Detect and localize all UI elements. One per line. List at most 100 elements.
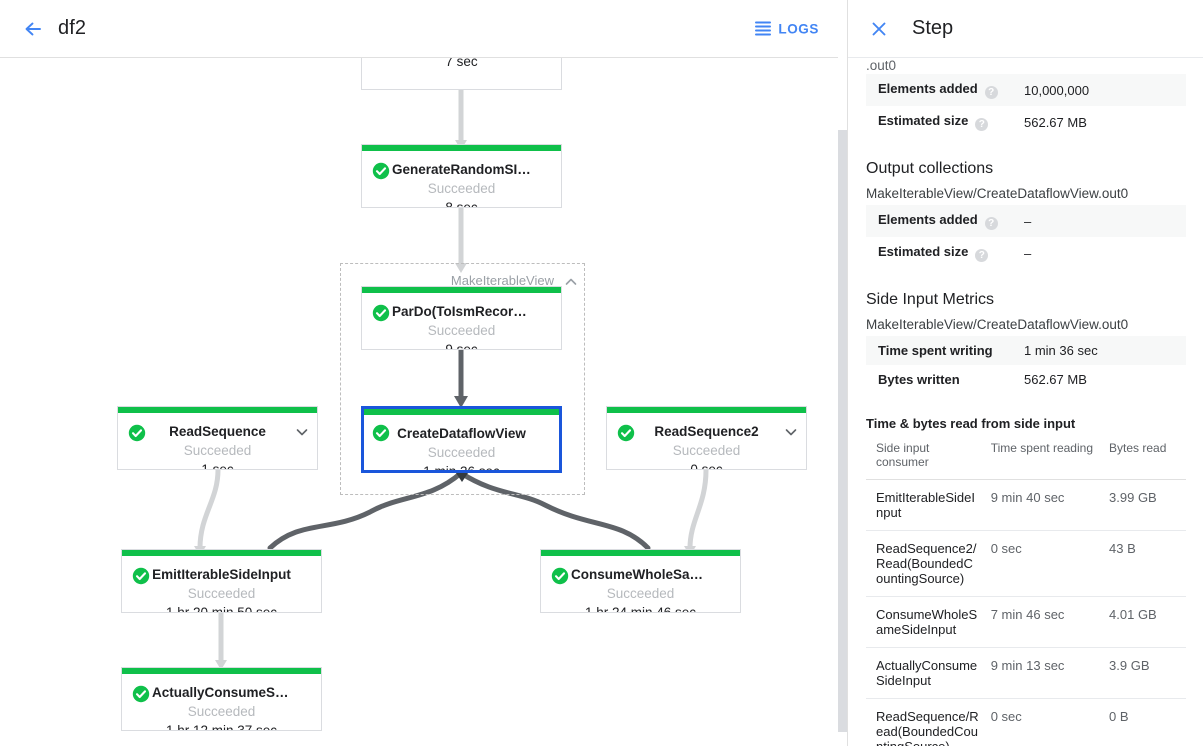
composite-transform-makeiterableview[interactable]: MakeIterableView bbox=[340, 263, 585, 495]
column-header-consumer: Side input consumer bbox=[866, 437, 985, 480]
clipped-collection-name: .out0 bbox=[866, 59, 897, 70]
step-details-panel: Step .out0 Elements added? 10,000,000 Es… bbox=[847, 0, 1203, 746]
success-check-icon bbox=[132, 567, 150, 585]
node-status-bar bbox=[118, 407, 317, 413]
table-header-row: Side input consumer Time spent reading B… bbox=[866, 437, 1186, 480]
node-status: Succeeded bbox=[427, 323, 496, 338]
metric-label: Time spent writing bbox=[878, 343, 993, 358]
node-duration: 0 sec bbox=[690, 462, 723, 470]
node-title: ParDo(ToIsmRecordFor… bbox=[392, 304, 557, 319]
panel-body: .out0 Elements added? 10,000,000 Estimat… bbox=[848, 59, 1203, 746]
node-duration: 1 min 36 sec bbox=[423, 464, 500, 473]
graph-node-actually-consume-side-input[interactable]: ActuallyConsumeSideI… Succeeded 1 hr 12 … bbox=[121, 667, 322, 731]
graph-node-emit-iterable-side-input[interactable]: EmitIterableSideInput Succeeded 1 hr 20 … bbox=[121, 549, 322, 613]
help-icon[interactable]: ? bbox=[975, 249, 989, 262]
cell-consumer: ReadSequence2/Read(BoundedCountingSource… bbox=[866, 530, 985, 597]
metric-label: Elements added bbox=[878, 81, 978, 96]
output-collection-name: MakeIterableView/CreateDataflowView.out0 bbox=[866, 186, 1129, 201]
success-check-icon bbox=[617, 424, 635, 442]
composite-label: MakeIterableView bbox=[446, 273, 558, 288]
node-title: EmitIterableSideInput bbox=[152, 567, 291, 582]
side-input-write-table: Time spent writing 1 min 36 sec Bytes wr… bbox=[866, 336, 1186, 394]
metric-value: 10,000,000 bbox=[1024, 82, 1090, 98]
side-input-read-table: Side input consumer Time spent reading B… bbox=[866, 437, 1186, 746]
app-header: df2 LOGS bbox=[0, 0, 847, 58]
help-icon[interactable]: ? bbox=[975, 118, 989, 131]
panel-title: Step bbox=[912, 17, 954, 39]
table-row: EmitIterableSideInput 9 min 40 sec 3.99 … bbox=[866, 479, 1186, 531]
success-check-icon bbox=[372, 304, 390, 322]
node-status: Succeeded bbox=[183, 443, 252, 458]
node-status: Succeeded bbox=[427, 445, 496, 460]
node-status: Succeeded bbox=[672, 443, 741, 458]
graph-node-read-sequence2[interactable]: ReadSequence2 Succeeded 0 sec bbox=[606, 406, 807, 470]
table-row: ActuallyConsumeSideInput 9 min 13 sec 3.… bbox=[866, 647, 1186, 699]
metric-value: 1 min 36 sec bbox=[1024, 343, 1098, 358]
graph-node-pardo-toismrecordfor[interactable]: ParDo(ToIsmRecordFor… Succeeded 9 sec bbox=[361, 286, 562, 350]
cell-consumer: EmitIterableSideInput bbox=[866, 479, 985, 531]
panel-header: Step bbox=[848, 0, 1203, 58]
graph-edges bbox=[194, 90, 709, 670]
metric-label: Estimated size bbox=[878, 244, 969, 259]
node-status-bar bbox=[362, 145, 561, 151]
chevron-up-icon[interactable] bbox=[564, 275, 578, 289]
cell-bytes: 3.99 GB bbox=[1103, 479, 1186, 531]
node-status-bar bbox=[122, 550, 321, 556]
input-metrics-table: Elements added? 10,000,000 Estimated siz… bbox=[866, 74, 1186, 138]
node-duration: 9 sec bbox=[445, 342, 478, 350]
panel-scrollbar[interactable] bbox=[838, 0, 847, 746]
chevron-down-icon[interactable] bbox=[295, 425, 309, 439]
chevron-down-icon[interactable] bbox=[784, 425, 798, 439]
scrollbar-thumb[interactable] bbox=[838, 130, 847, 732]
success-check-icon bbox=[551, 567, 569, 585]
metric-label: Estimated size bbox=[878, 113, 969, 128]
node-title: GenerateRandomSIData bbox=[392, 162, 547, 177]
side-input-read-heading: Time & bytes read from side input bbox=[866, 416, 1076, 431]
graph-node-read-sequence[interactable]: ReadSequence Succeeded 1 sec bbox=[117, 406, 318, 470]
table-row: ConsumeWholeSameSideInput 7 min 46 sec 4… bbox=[866, 596, 1186, 648]
node-status: Succeeded bbox=[187, 586, 256, 601]
node-status: Succeeded bbox=[187, 704, 256, 719]
table-row: Estimated size? 562.67 MB bbox=[866, 106, 1186, 138]
arrow-left-icon[interactable] bbox=[16, 12, 50, 46]
help-icon[interactable]: ? bbox=[984, 86, 998, 99]
node-duration: 1 hr 24 min 46 sec bbox=[584, 605, 697, 613]
success-check-icon bbox=[372, 424, 390, 442]
node-title: CreateDataflowView bbox=[397, 426, 526, 441]
node-title: ConsumeWholeSameSi… bbox=[571, 567, 736, 582]
logs-button[interactable]: LOGS bbox=[747, 15, 827, 42]
cell-time: 0 sec bbox=[984, 698, 1104, 746]
table-row: Elements added? – bbox=[866, 205, 1186, 237]
node-status-bar bbox=[541, 550, 740, 556]
node-title: ReadSequence bbox=[169, 424, 266, 439]
node-title: ReadSequence2 bbox=[654, 424, 759, 439]
side-input-metrics-heading: Side Input Metrics bbox=[866, 291, 995, 308]
cell-bytes: 3.9 GB bbox=[1103, 647, 1186, 699]
output-metrics-table: Elements added? – Estimated size? – bbox=[866, 205, 1186, 269]
cell-time: 0 sec bbox=[984, 530, 1104, 597]
graph-node-generate-random-si-data[interactable]: GenerateRandomSIData Succeeded 8 sec bbox=[361, 144, 562, 208]
metric-label: Bytes written bbox=[878, 372, 960, 387]
cell-consumer: ReadSequence/Read(BoundedCountingSource) bbox=[866, 698, 985, 746]
metric-value: 562.67 MB bbox=[1024, 114, 1087, 130]
table-row: Bytes written 562.67 MB bbox=[866, 365, 1186, 394]
node-status: Succeeded bbox=[427, 181, 496, 196]
output-collections-heading: Output collections bbox=[866, 160, 994, 177]
table-row: ReadSequence2/Read(BoundedCountingSource… bbox=[866, 530, 1186, 597]
graph-node-create-dataflow-view[interactable]: CreateDataflowView Succeeded 1 min 36 se… bbox=[361, 406, 562, 473]
graph-node-consume-whole-same-side-input[interactable]: ConsumeWholeSameSi… Succeeded 1 hr 24 mi… bbox=[540, 549, 741, 613]
cell-consumer: ConsumeWholeSameSideInput bbox=[866, 596, 985, 648]
side-input-collection-name: MakeIterableView/CreateDataflowView.out0 bbox=[866, 317, 1129, 332]
node-title: ActuallyConsumeSideI… bbox=[152, 685, 312, 700]
cell-bytes: 4.01 GB bbox=[1103, 596, 1186, 648]
metric-value: – bbox=[1024, 245, 1032, 261]
close-icon[interactable] bbox=[864, 14, 894, 44]
node-duration: 1 hr 12 min 37 sec bbox=[165, 723, 278, 731]
column-header-time: Time spent reading bbox=[984, 437, 1104, 480]
node-status: Succeeded bbox=[606, 586, 675, 601]
help-icon[interactable]: ? bbox=[984, 217, 998, 230]
job-graph-pane: MakeIterableView Succeeded 7 sec bbox=[0, 0, 847, 731]
metric-value: – bbox=[1024, 213, 1032, 229]
logs-button-label: LOGS bbox=[778, 21, 819, 36]
